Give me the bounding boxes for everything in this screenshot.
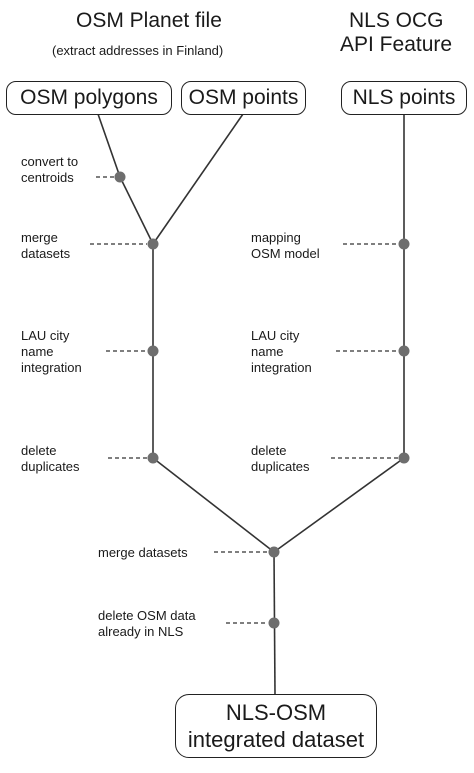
step-nls-delete-dup: delete duplicates (251, 443, 310, 475)
step-osm-delete-dup-line2: duplicates (21, 459, 80, 474)
step-convert-centroids-line2: centroids (21, 170, 74, 185)
node-nls-delete-dup (398, 452, 410, 464)
step-osm-lau: LAU city name integration (21, 328, 82, 376)
node-delete-osm-in-nls (268, 617, 280, 629)
edge-nls-to-final-merge (273, 457, 405, 553)
node-convert-centroids (114, 171, 126, 183)
step-nls-mapping-line1: mapping (251, 230, 301, 245)
osm-polygons-label: OSM polygons (20, 86, 158, 109)
step-delete-osm-in-nls-line2: already in NLS (98, 624, 184, 639)
osm-points-label: OSM points (188, 86, 299, 109)
step-nls-lau-line1: LAU city (251, 328, 300, 343)
step-osm-lau-line2: name (21, 344, 54, 359)
step-nls-delete-dup-line1: delete (251, 443, 287, 458)
step-osm-lau-line3: integration (21, 360, 82, 375)
step-osm-merge: merge datasets (21, 230, 70, 262)
node-nls-lau (398, 345, 410, 357)
step-nls-delete-dup-line2: duplicates (251, 459, 310, 474)
result-line1: NLS-OSM (225, 700, 327, 725)
edge-osm-to-final-merge (152, 457, 275, 553)
node-nls-mapping (398, 238, 410, 250)
step-nls-lau-line3: integration (251, 360, 312, 375)
step-osm-delete-dup: delete duplicates (21, 443, 80, 475)
osm-planet-title: OSM Planet file (76, 9, 222, 32)
step-nls-mapping: mapping OSM model (251, 230, 320, 262)
step-delete-osm-in-nls-line1: delete OSM data (98, 608, 196, 623)
result-line2: integrated dataset (187, 727, 365, 752)
step-convert-centroids: convert to centroids (21, 154, 78, 186)
edge-points-to-merge (152, 113, 244, 245)
result-box: NLS-OSM integrated dataset (175, 694, 377, 758)
node-osm-lau (147, 345, 159, 357)
step-osm-delete-dup-line1: delete (21, 443, 57, 458)
step-osm-lau-line1: LAU city (21, 328, 70, 343)
step-nls-mapping-line2: OSM model (251, 246, 320, 261)
nls-points-label: NLS points (352, 86, 456, 109)
nls-points-box: NLS points (341, 81, 467, 115)
step-osm-merge-line1: merge (21, 230, 58, 245)
nls-title-line1: NLS OCG (349, 9, 444, 32)
osm-polygons-box: OSM polygons (6, 81, 172, 115)
step-final-merge: merge datasets (98, 545, 188, 560)
step-nls-lau: LAU city name integration (251, 328, 312, 376)
step-delete-osm-in-nls: delete OSM data already in NLS (98, 608, 196, 640)
node-osm-delete-dup (147, 452, 159, 464)
step-nls-lau-line2: name (251, 344, 284, 359)
osm-planet-subtitle: (extract addresses in Finland) (52, 43, 224, 58)
node-osm-merge (147, 238, 159, 250)
osm-points-box: OSM points (181, 81, 306, 115)
step-osm-merge-line2: datasets (21, 246, 71, 261)
edge-polygons-to-centroid (97, 113, 121, 178)
nls-title-line2: API Feature (340, 33, 453, 56)
node-final-merge (268, 546, 280, 558)
step-convert-centroids-line1: convert to (21, 154, 79, 169)
edge-centroid-to-merge (119, 176, 154, 245)
